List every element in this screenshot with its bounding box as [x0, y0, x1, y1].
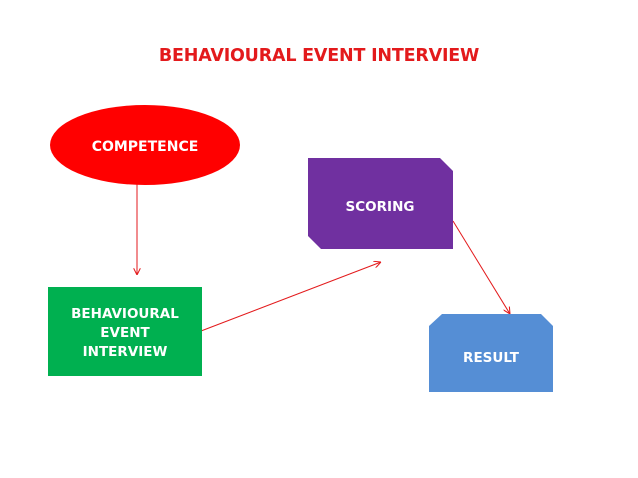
- diagram-title: BEHAVIOURAL EVENT INTERVIEW: [158, 46, 480, 66]
- interview-label-line-1: BEHAVIOURAL: [71, 306, 179, 322]
- interview-shape: [48, 287, 202, 376]
- node-interview: BEHAVIOURAL EVENT INTERVIEW: [48, 287, 202, 376]
- result-label: RESULT: [463, 350, 520, 366]
- node-result: RESULT: [429, 314, 553, 392]
- edge-scoring-to-result: [452, 220, 510, 314]
- interview-label-line-2: EVENT: [100, 325, 150, 341]
- result-shape: [429, 314, 553, 392]
- edge-interview-to-scoring: [200, 262, 381, 332]
- interview-label-line-3: INTERVIEW: [83, 344, 168, 360]
- scoring-shape: [308, 158, 453, 249]
- scoring-label: SCORING: [346, 199, 415, 215]
- node-competence: COMPETENCE: [50, 105, 240, 185]
- competence-shape: [50, 105, 240, 185]
- node-scoring: SCORING: [308, 158, 453, 249]
- competence-label: COMPETENCE: [92, 139, 199, 155]
